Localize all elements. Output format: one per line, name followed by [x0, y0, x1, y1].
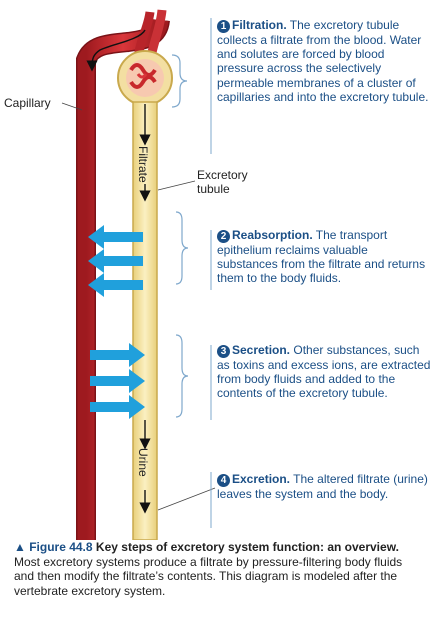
stage-title: Reabsorption. [232, 228, 313, 242]
stage-description: The excretory tubule collects a filtrate… [217, 18, 429, 104]
capillary-label: Capillary [4, 96, 51, 110]
stage-brackets [171, 54, 189, 418]
reabsorption-arrows [88, 225, 143, 297]
stage-title: Secretion. [232, 343, 291, 357]
stage-number-badge: 4 [217, 474, 230, 487]
stage-description: The altered filtrate (urine) leaves the … [217, 472, 428, 501]
stage-title: Excretion. [232, 472, 291, 486]
stage-number-badge: 3 [217, 345, 230, 358]
capillary-vessel [76, 9, 170, 540]
label-leaders [61, 102, 216, 511]
glomerulus-capsule [117, 50, 173, 106]
figure-label: ▲ Figure 44.8 [14, 540, 93, 554]
excretory-tubule-label: Excretory tubule [197, 168, 248, 196]
filtrate-label: Filtrate [136, 146, 150, 183]
excretory-tubule [132, 101, 158, 540]
stage-number-badge: 1 [217, 20, 230, 33]
stage-description: Other substances, such as toxins and exc… [217, 343, 431, 401]
secretion-arrows [90, 343, 145, 419]
figure-caption-text: Most excretory systems produce a filtrat… [14, 554, 403, 598]
stage-title: Filtration. [232, 18, 287, 32]
excretory-diagram [61, 9, 216, 540]
stage-number-badge: 2 [217, 230, 230, 243]
figure-title: Key steps of excretory system function: … [95, 540, 399, 554]
figure-caption: ▲ Figure 44.8 Key steps of excretory sys… [14, 540, 422, 598]
blood-flow-arrow [86, 29, 146, 72]
urine-label: Urine [136, 448, 150, 477]
stage-description: The transport epithelium reclaims valuab… [217, 228, 426, 286]
